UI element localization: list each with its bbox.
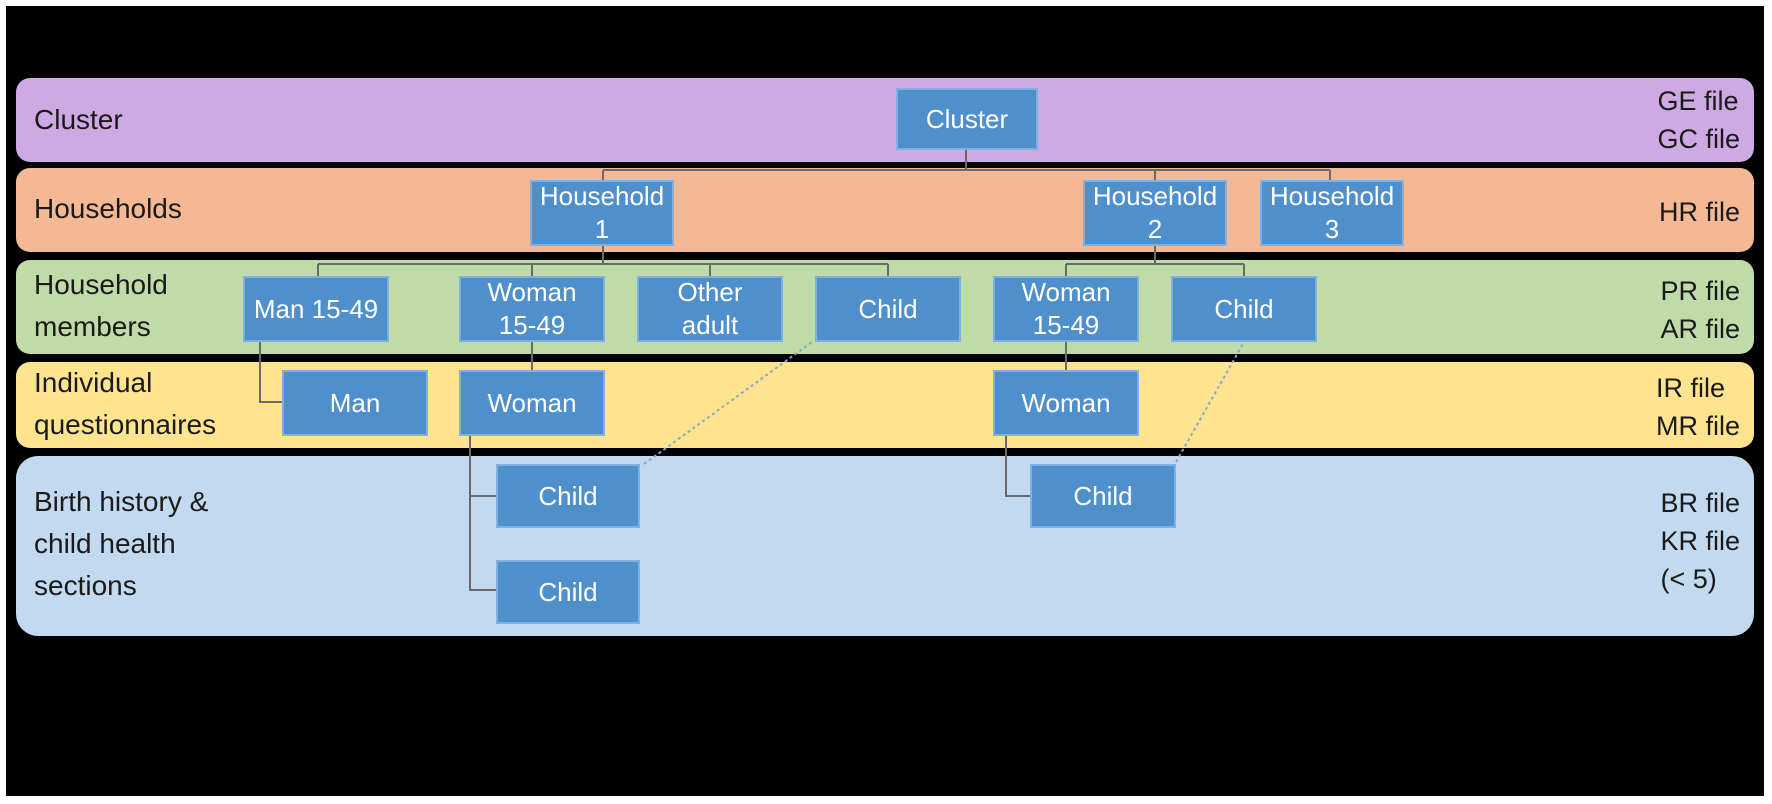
level-label-members: Household members [34,269,168,342]
woman-15-49-node-1: Woman 15-49 [459,276,605,342]
man-15-49-node: Man 15-49 [243,276,389,342]
band-individual: Individual questionnaires IR file MR fil… [16,362,1754,448]
level-label-individual: Individual questionnaires [34,367,217,440]
band-cluster: Cluster GE file GC file [16,78,1754,162]
other-adult-node: Other adult [637,276,783,342]
man-questionnaire-node: Man [282,370,428,436]
household-2-node: Household 2 [1083,180,1227,246]
file-label-individual: IR file MR file [1655,373,1740,441]
cluster-node: Cluster [896,88,1038,150]
file-label-households: HR file [1658,197,1740,227]
level-label-cluster: Cluster [34,104,123,135]
birth-history-child-node-1: Child [496,464,640,528]
woman-questionnaire-node-2: Woman [993,370,1139,436]
band-birth: Birth history & child health sections BR… [16,456,1754,636]
woman-15-49-node-2: Woman 15-49 [993,276,1139,342]
birth-history-child-node-3: Child [1030,464,1176,528]
child-member-node-1: Child [815,276,961,342]
woman-questionnaire-node-1: Woman [459,370,605,436]
level-label-households: Households [34,193,182,224]
child-member-node-2: Child [1171,276,1317,342]
birth-history-child-node-2: Child [496,560,640,624]
household-3-node: Household 3 [1260,180,1404,246]
file-label-birth: BR file KR file (< 5) [1660,488,1740,594]
household-1-node: Household 1 [530,180,674,246]
file-label-members: PR file AR file [1660,276,1740,344]
level-label-birth: Birth history & child health sections [34,486,209,601]
band-households: Households HR file [16,168,1754,252]
file-label-cluster: GE file GC file [1657,86,1740,154]
